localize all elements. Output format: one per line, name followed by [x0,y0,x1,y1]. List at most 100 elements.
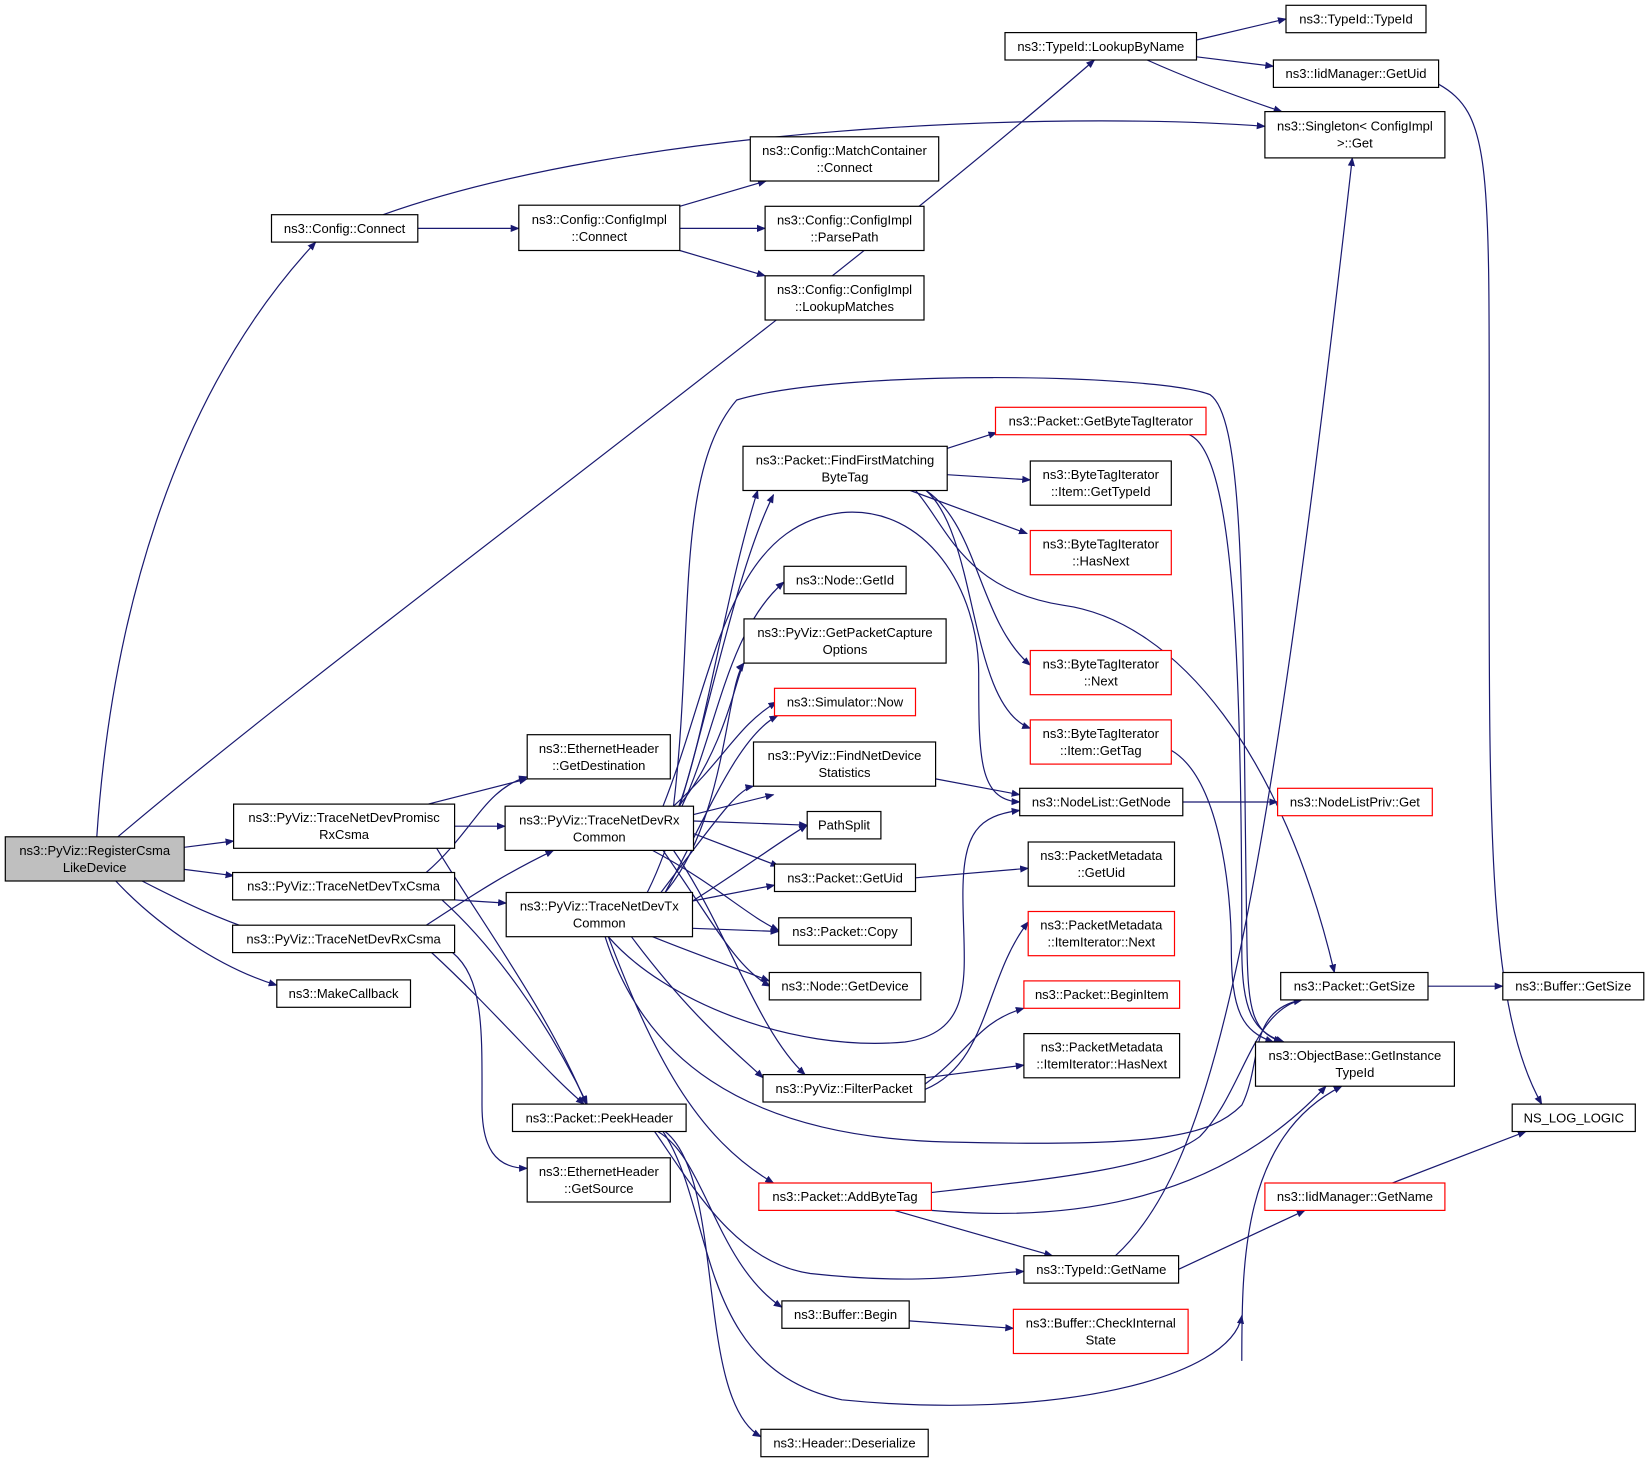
node-pmGetUid[interactable]: ns3::PacketMetadata::GetUid [1027,841,1176,887]
node-box [806,810,882,840]
call-edge [915,865,1030,879]
node-pktBeginItem[interactable]: ns3::Packet::BeginItem [1023,980,1181,1009]
node-bufBegin[interactable]: ns3::Buffer::Begin [781,1300,910,1329]
node-pktCopy[interactable]: ns3::Packet::Copy [778,917,912,946]
call-edge [115,880,278,987]
node-matchConnect[interactable]: ns3::Config::MatchContainer::Connect [749,136,940,182]
call-edge [1196,56,1275,69]
node-btHasNext[interactable]: ns3::ByteTagIterator::HasNext [1029,529,1172,576]
node-box [760,1428,929,1458]
node-label: ns3::PyViz::TraceNetDevPromisc [248,810,440,825]
call-edge [662,1131,1245,1406]
node-addByteTag[interactable]: ns3::Packet::AddByteTag [758,1182,932,1211]
node-pktGetUid[interactable]: ns3::Packet::GetUid [773,863,917,893]
call-edge [382,120,1266,216]
node-label: ns3::PyViz::FilterPacket [775,1081,912,1096]
node-btItemGetTypeId[interactable]: ns3::ByteTagIterator::Item::GetTypeId [1029,460,1172,506]
node-box [526,1157,671,1203]
node-iidGetName[interactable]: ns3::IidManager::GetName [1264,1182,1446,1211]
node-nodeListPrivGet[interactable]: ns3::NodeListPriv::Get [1276,787,1433,817]
node-nsLogLogic[interactable]: NS_LOG_LOGIC [1511,1103,1636,1133]
node-label: ns3::MakeCallback [289,986,399,1001]
call-edge [117,59,1096,838]
node-cfgImplConnect[interactable]: ns3::Config::ConfigImpl::Connect [518,204,681,252]
call-edge [662,511,1021,807]
node-typeIdGetName[interactable]: ns3::TypeId::GetName [1023,1255,1180,1284]
node-box [1280,971,1429,1001]
node-headerDeserialize[interactable]: ns3::Header::Deserialize [760,1428,929,1458]
node-label: ns3::IidManager::GetName [1277,1189,1433,1204]
node-bufGetSize[interactable]: ns3::Buffer::GetSize [1502,971,1645,1001]
node-label: NS_LOG_LOGIC [1524,1110,1624,1125]
node-label: ns3::PyViz::TraceNetDevRx [519,812,680,827]
node-box [233,803,456,849]
call-edge [693,820,809,829]
node-txCsma[interactable]: ns3::PyViz::TraceNetDevTxCsma [232,871,456,901]
node-label: ns3::Config::ConfigImpl [777,282,912,297]
node-ethGetDest[interactable]: ns3::EthernetHeader::GetDestination [526,734,671,780]
node-label: Common [573,916,626,931]
node-rxCsma[interactable]: ns3::PyViz::TraceNetDevRxCsma [232,924,456,954]
node-simNow[interactable]: ns3::Simulator::Now [773,687,917,717]
node-nodeGetId[interactable]: ns3::Node::GetId [783,565,907,595]
node-peekHeader[interactable]: ns3::Packet::PeekHeader [511,1103,687,1133]
node-label: ByteTag [822,469,869,484]
node-label: ns3::PacketMetadata [1041,1040,1164,1055]
node-lookupMatches[interactable]: ns3::Config::ConfigImpl::LookupMatches [764,275,925,321]
node-box [1511,1103,1636,1133]
node-lookupByName[interactable]: ns3::TypeId::LookupByName [1004,31,1198,61]
node-pktGetSize[interactable]: ns3::Packet::GetSize [1280,971,1429,1001]
node-box [1023,1032,1181,1079]
node-label: ns3::Config::ConfigImpl [532,212,667,227]
node-ethGetSource[interactable]: ns3::EthernetHeader::GetSource [526,1157,671,1203]
call-edge [441,899,588,1105]
node-filterPacket[interactable]: ns3::PyViz::FilterPacket [762,1073,926,1103]
node-pathSplit[interactable]: PathSplit [806,810,882,840]
call-edge [1438,83,1543,1105]
node-label: ns3::Packet::FindFirstMatching [756,452,934,467]
node-label: ns3::Packet::AddByteTag [772,1189,917,1204]
node-label: ::LookupMatches [795,299,895,314]
call-edge [454,899,508,907]
node-box [1272,59,1440,88]
node-label: ::ItemIterator::Next [1047,935,1155,950]
node-box [743,618,947,664]
node-label: ns3::Packet::BeginItem [1035,987,1169,1002]
node-makeCallback[interactable]: ns3::MakeCallback [276,979,412,1008]
call-edge [436,847,587,1105]
node-pmItemHasNext[interactable]: ns3::PacketMetadata::ItemIterator::HasNe… [1023,1032,1181,1079]
node-nodeListGetNode[interactable]: ns3::NodeList::GetNode [1019,787,1184,817]
call-edge [679,179,767,207]
node-box [1027,841,1176,887]
node-nodeGetDevice[interactable]: ns3::Node::GetDevice [768,971,922,1001]
node-cfgConnect[interactable]: ns3::Config::Connect [270,214,419,243]
node-label: ::Item::GetTypeId [1051,484,1151,499]
call-edge [681,581,785,807]
node-getByteTagIterator[interactable]: ns3::Packet::GetByteTagIterator [994,406,1207,436]
node-label: ::ItemIterator::HasNext [1036,1057,1167,1072]
node-iidGetUid[interactable]: ns3::IidManager::GetUid [1272,59,1440,88]
node-label: TypeId [1335,1065,1374,1080]
node-btNext[interactable]: ns3::ByteTagIterator::Next [1029,649,1172,696]
node-pmItemNext[interactable]: ns3::PacketMetadata::ItemIterator::Next [1027,910,1176,957]
node-typeIdCtor[interactable]: ns3::TypeId::TypeId [1285,4,1427,34]
call-edge [96,241,317,837]
call-edge [607,936,775,1184]
node-label: ns3::Packet::GetByteTagIterator [1009,414,1194,429]
node-box [1276,787,1433,817]
node-parsePath[interactable]: ns3::Config::ConfigImpl::ParsePath [764,205,925,252]
node-label: ns3::IidManager::GetUid [1286,66,1427,81]
node-singletonGet[interactable]: ns3::Singleton< ConfigImpl>::Get [1264,110,1446,159]
node-label: Options [823,642,868,657]
node-btItemGetTag[interactable]: ns3::ByteTagIterator::Item::GetTag [1029,719,1172,765]
node-box [1019,787,1184,817]
